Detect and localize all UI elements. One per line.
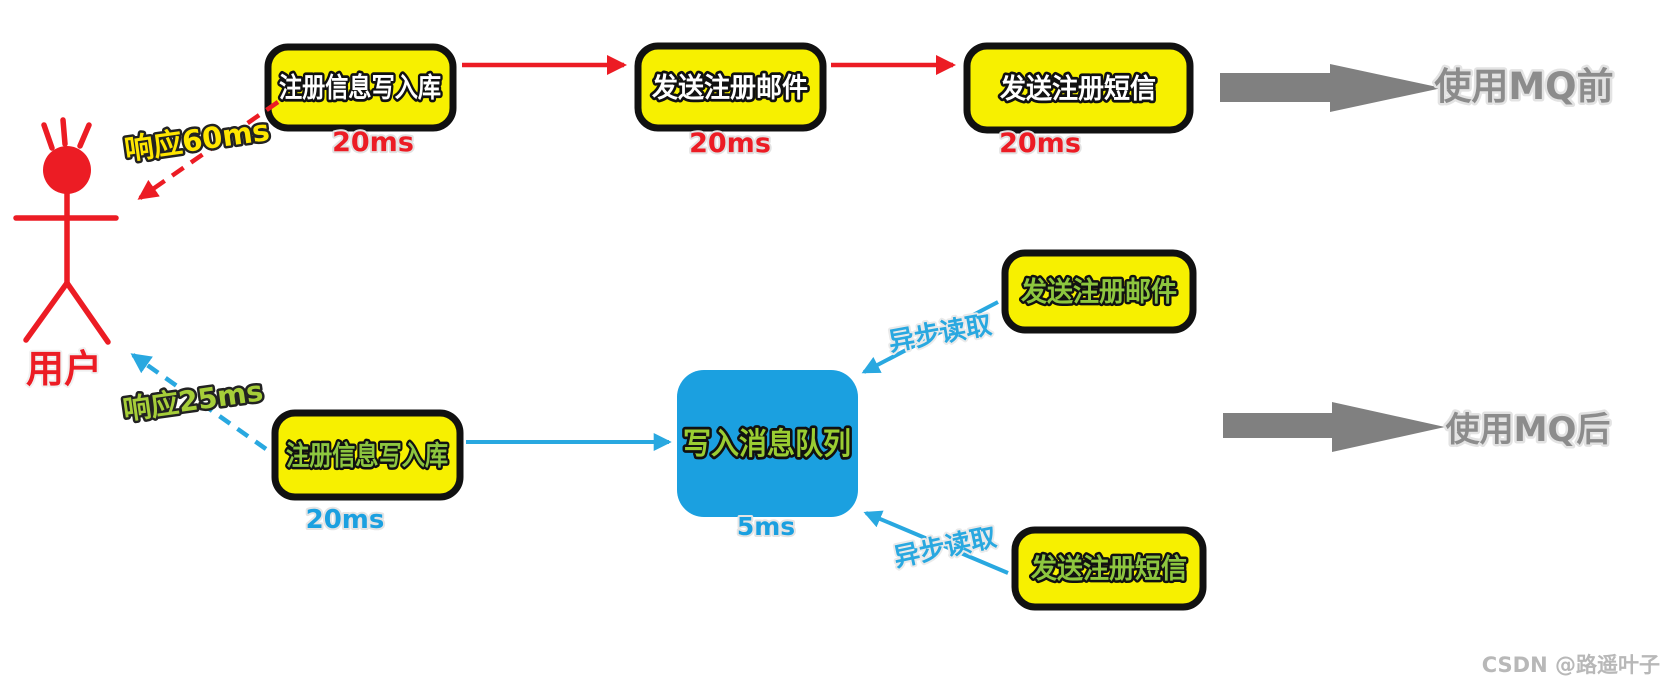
node-message-queue-label: 写入消息队列	[683, 427, 851, 462]
arrow-sms-async-read	[863, 510, 1009, 575]
node-message-queue-box	[677, 370, 858, 517]
node-send-email-after-label: 发送注册邮件	[1020, 276, 1177, 308]
watermark: CSDN @路遥叶子	[1482, 653, 1660, 677]
node-send-sms-before-label: 发送注册短信	[999, 73, 1156, 105]
node-send-email-before-box	[634, 42, 827, 132]
user-label: 用户	[26, 347, 102, 391]
node-send-email-after-box	[1001, 249, 1197, 334]
node-send-email-after: 发送注册邮件	[1001, 249, 1197, 334]
node-send-sms-after: 发送注册短信	[1011, 526, 1207, 611]
time-write-db-before: 20ms	[332, 127, 414, 158]
arrow-email-async-read	[861, 300, 999, 374]
user-head	[43, 146, 91, 194]
arrow-response-after	[130, 353, 268, 451]
node-send-sms-after-box	[1011, 526, 1207, 611]
node-write-db-after-box	[271, 409, 464, 501]
node-write-db-before: 注册信息写入库	[264, 43, 457, 132]
time-write-db-after: 20ms	[306, 505, 385, 535]
node-write-db-after: 注册信息写入库	[271, 409, 464, 501]
before-flow-title: 使用MQ前	[1434, 65, 1613, 108]
node-send-email-before: 发送注册邮件	[634, 42, 827, 132]
user-hair-left	[41, 122, 55, 151]
block-arrow-after-icon	[1223, 402, 1445, 452]
node-send-email-before-label: 发送注册邮件	[651, 72, 808, 104]
user-leg-left	[23, 280, 70, 343]
node-send-sms-before-box	[963, 42, 1194, 134]
user-stick-figure-icon	[13, 117, 119, 345]
node-write-db-before-label: 注册信息写入库	[279, 72, 441, 104]
node-send-sms-after-label: 发送注册短信	[1030, 553, 1187, 585]
time-send-sms-before: 20ms	[999, 128, 1081, 159]
node-write-db-after-label: 注册信息写入库	[286, 440, 448, 472]
user-hair-right	[77, 122, 92, 149]
block-arrow-before-icon	[1220, 64, 1442, 112]
time-send-email-before: 20ms	[689, 128, 771, 159]
after-flow-title: 使用MQ后	[1445, 410, 1611, 450]
user-leg-right	[64, 280, 111, 345]
node-message-queue: 写入消息队列	[677, 370, 858, 517]
response-after-label: 响应25ms	[121, 374, 265, 426]
async-read-email-label: 异步读取	[886, 309, 994, 358]
node-write-db-before-box	[264, 43, 457, 132]
user-hair-mid	[60, 117, 68, 147]
arrow-response-before	[137, 100, 280, 200]
node-send-sms-before: 发送注册短信	[963, 42, 1194, 134]
time-message-queue: 5ms	[737, 512, 795, 541]
